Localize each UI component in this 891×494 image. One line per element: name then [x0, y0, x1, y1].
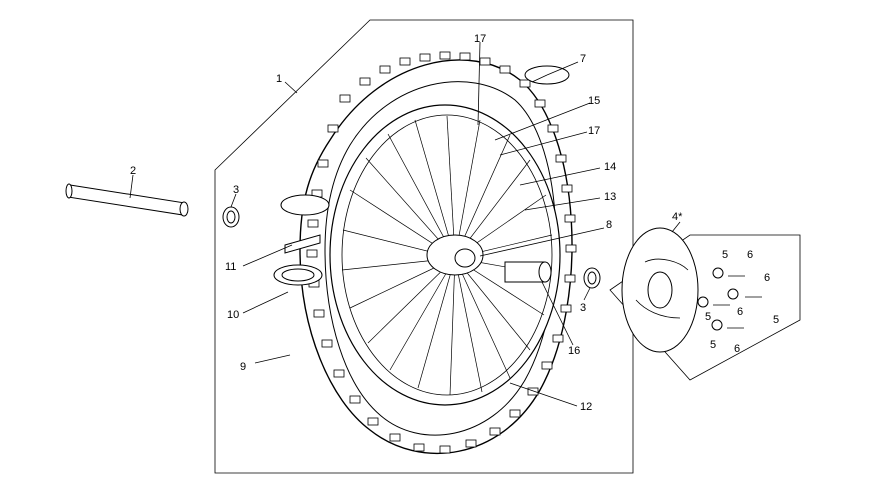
spacer: [504, 261, 552, 283]
label-3-left: 3: [233, 184, 239, 196]
label-10: 10: [227, 309, 239, 321]
label-3-right: 3: [580, 302, 586, 314]
label-12: 12: [580, 401, 592, 413]
label-1: 1: [276, 73, 282, 85]
label-17-top: 17: [474, 33, 486, 45]
inner-tube: [273, 264, 323, 286]
leader-lines: [129, 41, 681, 407]
label-8: 8: [606, 219, 612, 231]
label-7: 7: [580, 53, 586, 65]
label-6-d: 6: [734, 343, 740, 355]
label-9: 9: [240, 361, 246, 373]
seal-right: [583, 267, 601, 289]
label-6-c: 6: [737, 306, 743, 318]
tread-pattern: [306, 51, 577, 454]
label-6-a: 6: [747, 249, 753, 261]
label-5-c: 5: [710, 339, 716, 351]
label-16: 16: [568, 345, 580, 357]
label-6-b: 6: [764, 272, 770, 284]
disc-bolts: [697, 267, 762, 331]
label-14: 14: [604, 161, 616, 173]
label-4: 4*: [672, 211, 683, 223]
label-5-d: 5: [773, 314, 779, 326]
label-11: 11: [225, 261, 236, 273]
seal-left: [222, 206, 240, 228]
label-17-right: 17: [588, 125, 600, 137]
axle: [65, 183, 189, 217]
brake-disc: [621, 227, 699, 353]
label-5-b: 5: [705, 311, 711, 323]
label-5-a: 5: [722, 249, 728, 261]
hub: [426, 234, 484, 276]
label-15: 15: [588, 95, 600, 107]
label-13: 13: [604, 191, 616, 203]
rim-tape: [280, 194, 330, 254]
label-2: 2: [130, 165, 136, 177]
callout-labels: 1 2 3 3 4* 5 5 5 5 6 6 6 6 7 8 9 10 11 1…: [130, 33, 779, 413]
